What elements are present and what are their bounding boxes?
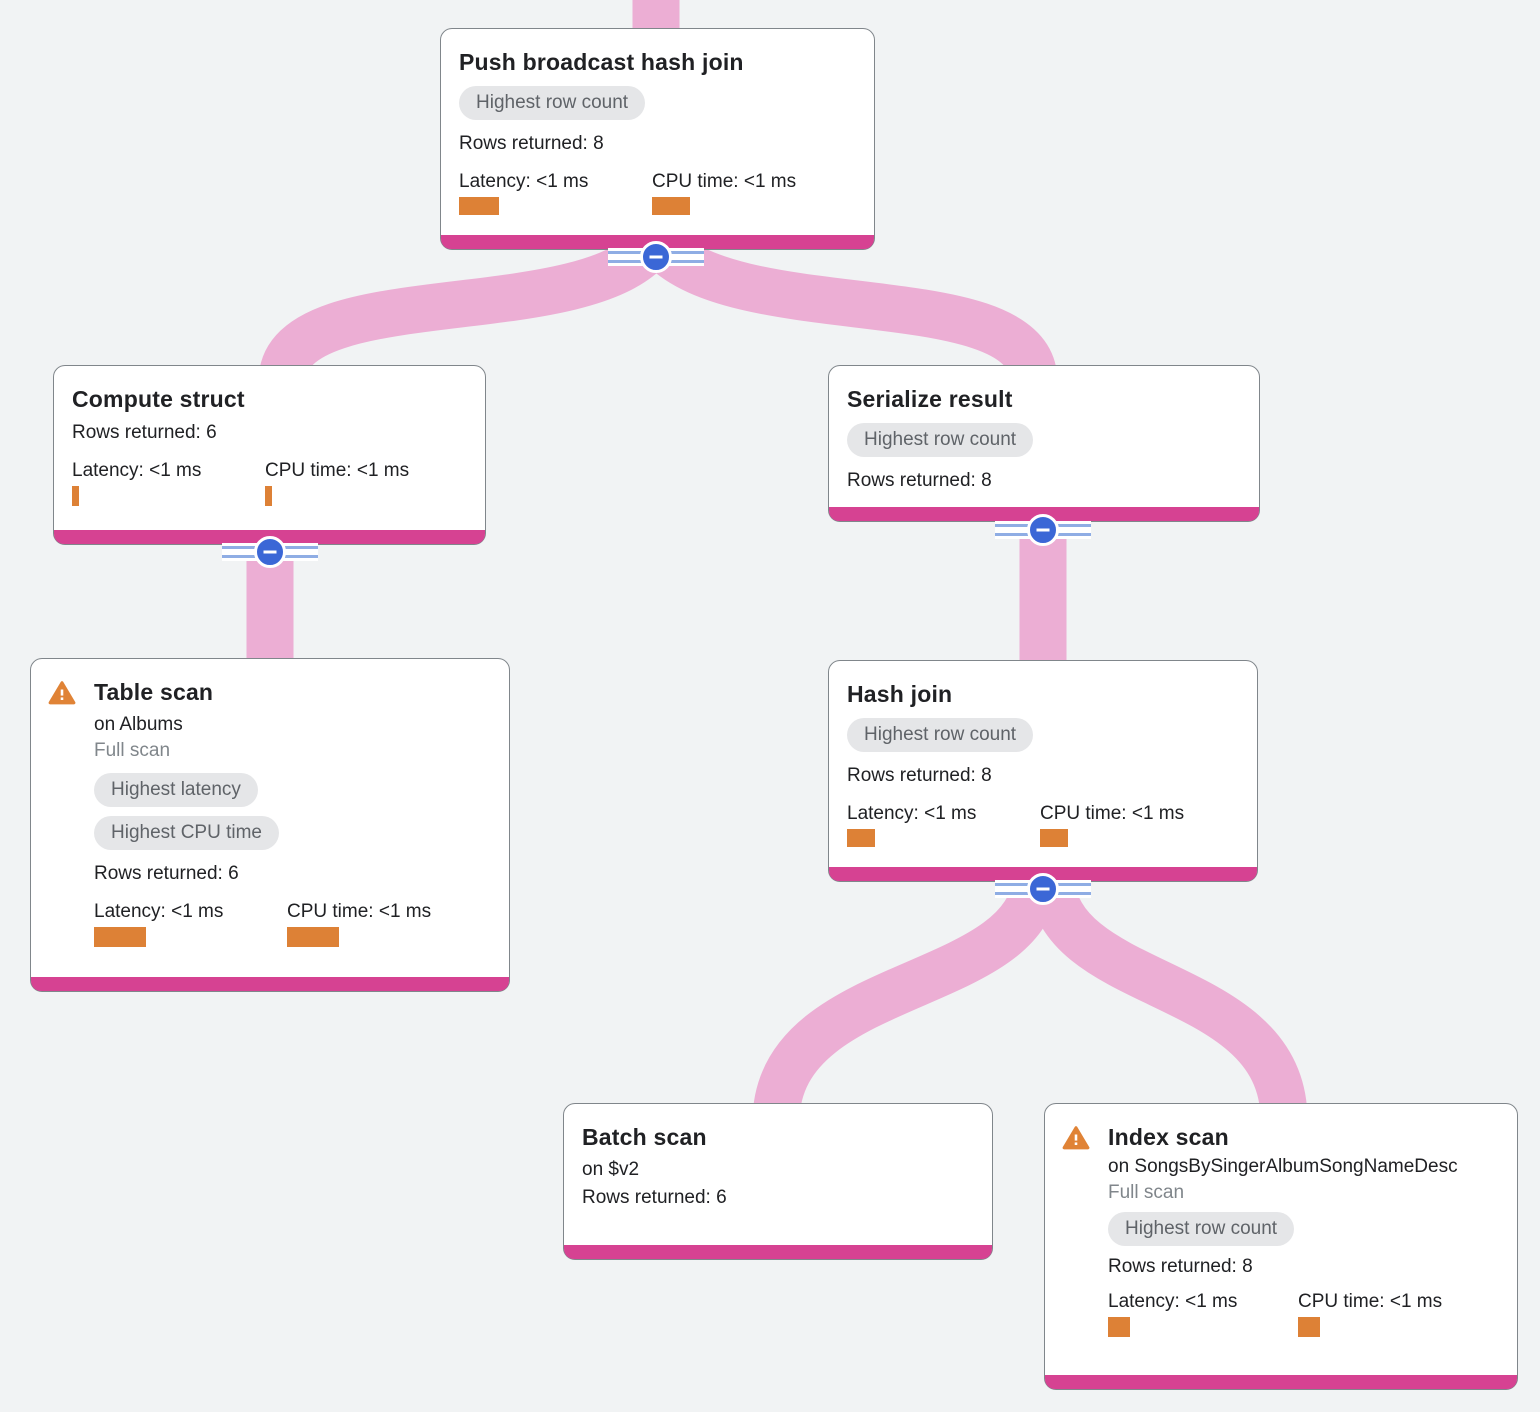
plan-node-table-scan[interactable]: Table scan on Albums Full scan Highest l… [30,658,510,992]
collapse-control-serialize-result [995,514,1091,546]
rows-returned: Rows returned: 6 [94,863,239,884]
rows-returned: Rows returned: 8 [459,133,604,154]
node-footer-bar [1045,1375,1517,1389]
latency-label: Latency: <1 ms [94,901,224,922]
edge-pushjoin-to-computestruct [258,230,667,385]
collapse-control-push-broadcast-hash-join [608,241,704,273]
rows-returned: Rows returned: 8 [847,765,992,786]
plan-node-hash-join[interactable]: Hash join Highest row count Rows returne… [828,660,1258,882]
node-scan-type: Full scan [1108,1182,1185,1203]
latency-label: Latency: <1 ms [72,460,202,481]
latency-label: Latency: <1 ms [459,171,589,192]
rows-returned: Rows returned: 8 [1108,1256,1253,1277]
badge-highest-row-count: Highest row count [1108,1212,1295,1246]
node-subtitle: on Albums [94,714,183,735]
collapse-control-hash-join [995,873,1091,905]
cpu-time-bar [652,197,690,215]
node-title: Push broadcast hash join [459,49,744,75]
minus-icon [649,255,663,259]
node-scan-type: Full scan [94,740,171,761]
latency-bar [94,927,146,947]
plan-node-index-scan[interactable]: Index scan on SongsBySingerAlbumSongName… [1044,1103,1518,1390]
latency-bar [1108,1317,1130,1337]
node-title: Compute struct [72,386,245,412]
node-subtitle: on SongsBySingerAlbumSongNameDesc [1108,1156,1458,1177]
plan-node-compute-struct[interactable]: Compute struct Rows returned: 6 Latency:… [53,365,486,545]
plan-node-push-broadcast-hash-join[interactable]: Push broadcast hash join Highest row cou… [440,28,875,250]
plan-node-batch-scan[interactable]: Batch scan on $v2 Rows returned: 6 [563,1103,993,1260]
node-title: Hash join [847,681,953,707]
cpu-time-label: CPU time: <1 ms [1298,1291,1443,1312]
edge-hashjoin-to-indexscan [1027,875,1308,1122]
plan-node-serialize-result[interactable]: Serialize result Highest row count Rows … [828,365,1260,522]
node-footer-bar [31,977,509,991]
warning-icon [1061,1124,1091,1152]
minus-icon [263,550,277,554]
collapse-button[interactable] [1027,873,1059,905]
edge-pushjoin-to-serializeresult [646,230,1058,385]
node-footer-bar [564,1245,992,1259]
collapse-button[interactable] [640,241,672,273]
node-title: Serialize result [847,386,1013,412]
cpu-time-bar [265,486,272,506]
latency-bar [459,197,499,215]
cpu-time-bar [1040,829,1068,847]
latency-bar [847,829,875,847]
cpu-time-bar [287,927,339,947]
node-title: Table scan [94,679,214,705]
badge-highest-cpu-time: Highest CPU time [94,816,279,850]
minus-icon [1036,528,1050,532]
cpu-time-label: CPU time: <1 ms [265,460,410,481]
node-title: Batch scan [582,1124,707,1150]
collapse-button[interactable] [254,536,286,568]
collapse-control-compute-struct [222,536,318,568]
collapse-button[interactable] [1027,514,1059,546]
rows-returned: Rows returned: 6 [582,1187,727,1208]
cpu-time-label: CPU time: <1 ms [652,171,797,192]
rows-returned: Rows returned: 6 [72,422,217,443]
badge-highest-row-count: Highest row count [459,86,646,120]
minus-icon [1036,887,1050,891]
latency-label: Latency: <1 ms [1108,1291,1238,1312]
latency-bar [72,486,79,506]
warning-icon [47,679,77,707]
rows-returned: Rows returned: 8 [847,470,992,491]
badge-highest-row-count: Highest row count [847,423,1034,457]
cpu-time-label: CPU time: <1 ms [287,901,432,922]
badge-highest-latency: Highest latency [94,773,258,807]
node-title: Index scan [1108,1124,1229,1150]
cpu-time-bar [1298,1317,1320,1337]
cpu-time-label: CPU time: <1 ms [1040,803,1185,824]
badge-highest-row-count: Highest row count [847,718,1034,752]
edge-hashjoin-to-batchscan [752,874,1060,1124]
node-subtitle: on $v2 [582,1159,640,1180]
latency-label: Latency: <1 ms [847,803,977,824]
